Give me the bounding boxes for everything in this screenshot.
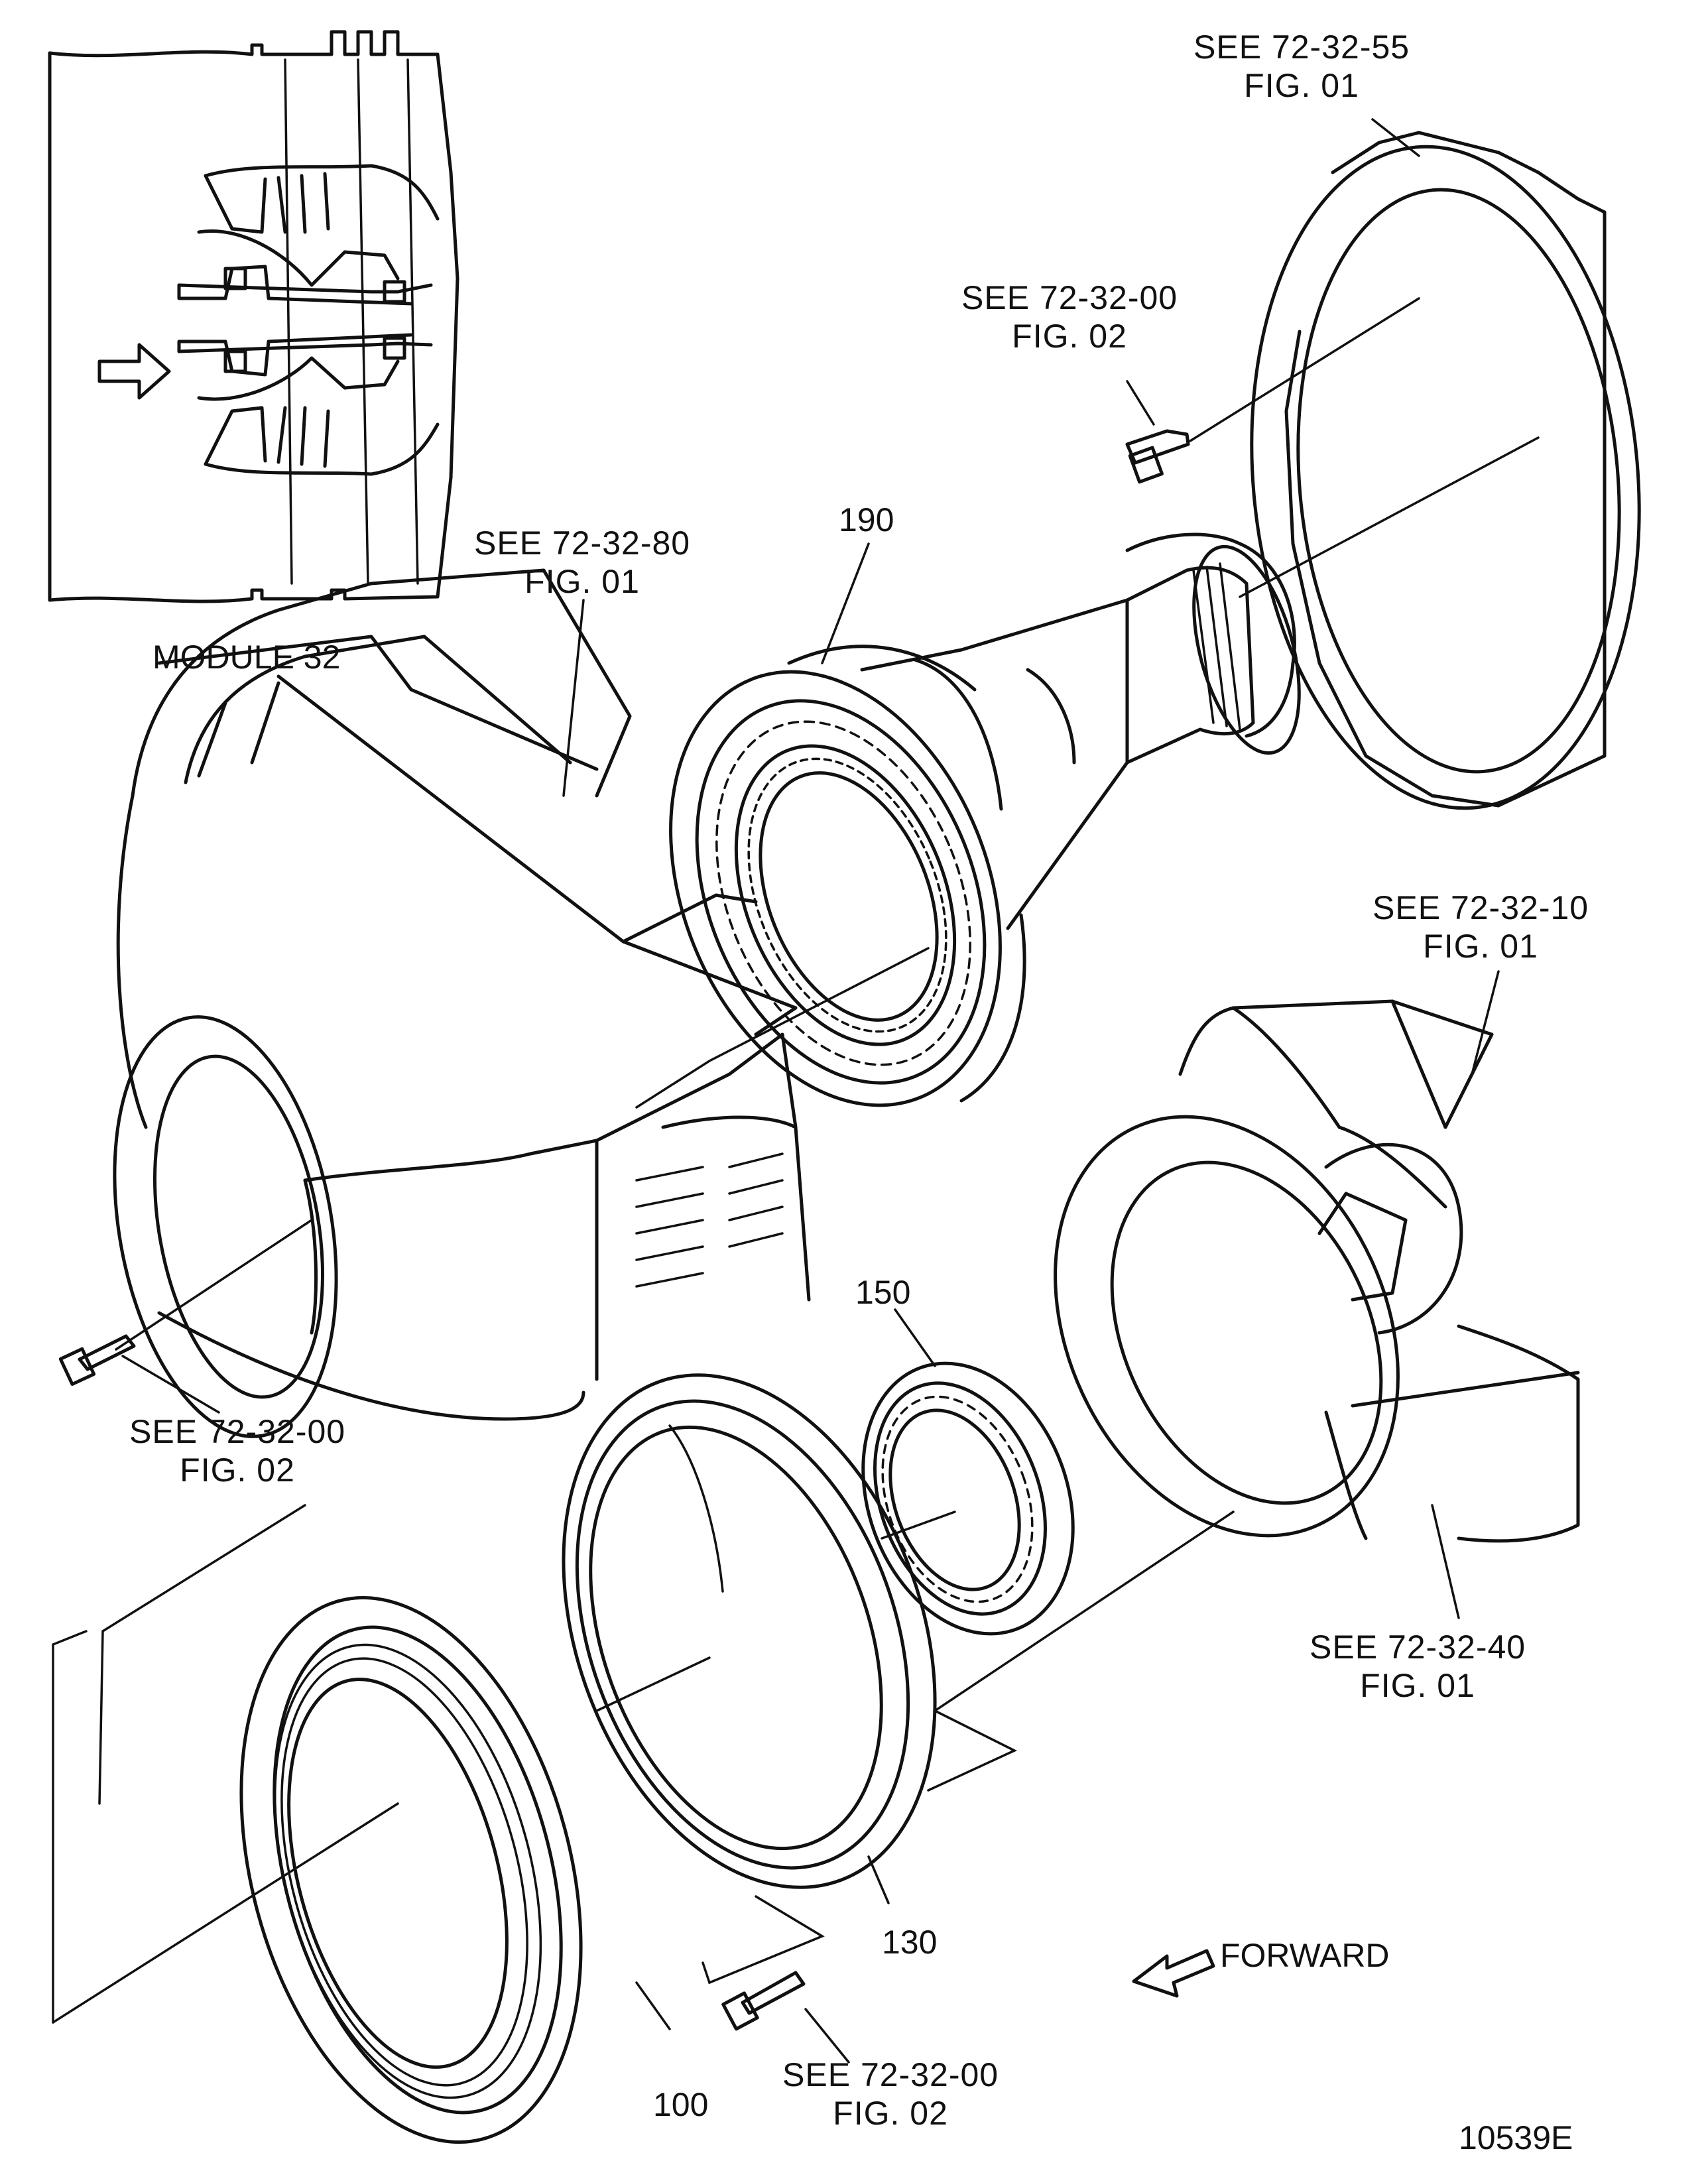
reference-72-32-40: SEE 72-32-40 FIG. 01 [1310,1628,1526,1705]
reference-72-32-00-bottom-line1: SEE 72-32-00 [782,2056,999,2093]
case-72-32-55 [1250,131,1641,810]
reference-72-32-55: SEE 72-32-55 FIG. 01 [1193,28,1410,105]
item-number-150: 150 [855,1274,911,1311]
figure-id: 10539E [1459,2119,1573,2156]
part-130-ring [562,1373,937,1889]
case-72-32-10 [1054,999,1580,1543]
item-number-100: 100 [653,2086,709,2123]
reference-72-32-55-line1: SEE 72-32-55 [1193,29,1410,66]
reference-72-32-00-top-line1: SEE 72-32-00 [961,279,1178,316]
bolt-bottom [721,1971,806,2031]
reference-72-32-80: SEE 72-32-80 FIG. 01 [474,524,690,601]
part-190-shaft-assembly [669,532,1301,1107]
module-32-inset [48,30,459,603]
reference-72-32-10: SEE 72-32-10 FIG. 01 [1372,889,1589,965]
part-100-flange [239,1596,583,2144]
reference-72-32-10-line2: FIG. 01 [1423,928,1538,965]
reference-72-32-40-line2: FIG. 01 [1360,1667,1475,1704]
inset-caption: MODULE 32 [152,639,341,676]
reference-72-32-00-top-line2: FIG. 02 [1012,318,1127,355]
case-72-32-80 [113,568,811,1438]
reference-72-32-55-line2: FIG. 01 [1244,67,1359,104]
reference-72-32-80-line1: SEE 72-32-80 [474,525,691,562]
reference-72-32-00-left-line2: FIG. 02 [180,1451,295,1489]
reference-72-32-00-left: SEE 72-32-00 FIG. 02 [129,1412,345,1489]
reference-72-32-10-line1: SEE 72-32-10 [1372,889,1589,926]
part-150-bearing [861,1361,1075,1636]
reference-72-32-00-left-line1: SEE 72-32-00 [129,1413,346,1450]
forward-label: FORWARD [1220,1937,1390,1974]
forward-arrow-icon [1132,1949,1215,1998]
reference-72-32-80-line2: FIG. 01 [524,563,640,600]
reference-72-32-40-line1: SEE 72-32-40 [1310,1629,1526,1666]
leader-lines [52,118,1540,2064]
reference-72-32-00-bottom: SEE 72-32-00 FIG. 02 [782,2056,999,2132]
reference-72-32-00-bottom-line2: FIG. 02 [833,2095,948,2132]
bolt-left [58,1334,136,1387]
item-number-130: 130 [882,1924,938,1961]
reference-72-32-00-top: SEE 72-32-00 FIG. 02 [961,278,1178,355]
bolt-top [1125,429,1190,484]
item-number-190: 190 [839,501,894,538]
